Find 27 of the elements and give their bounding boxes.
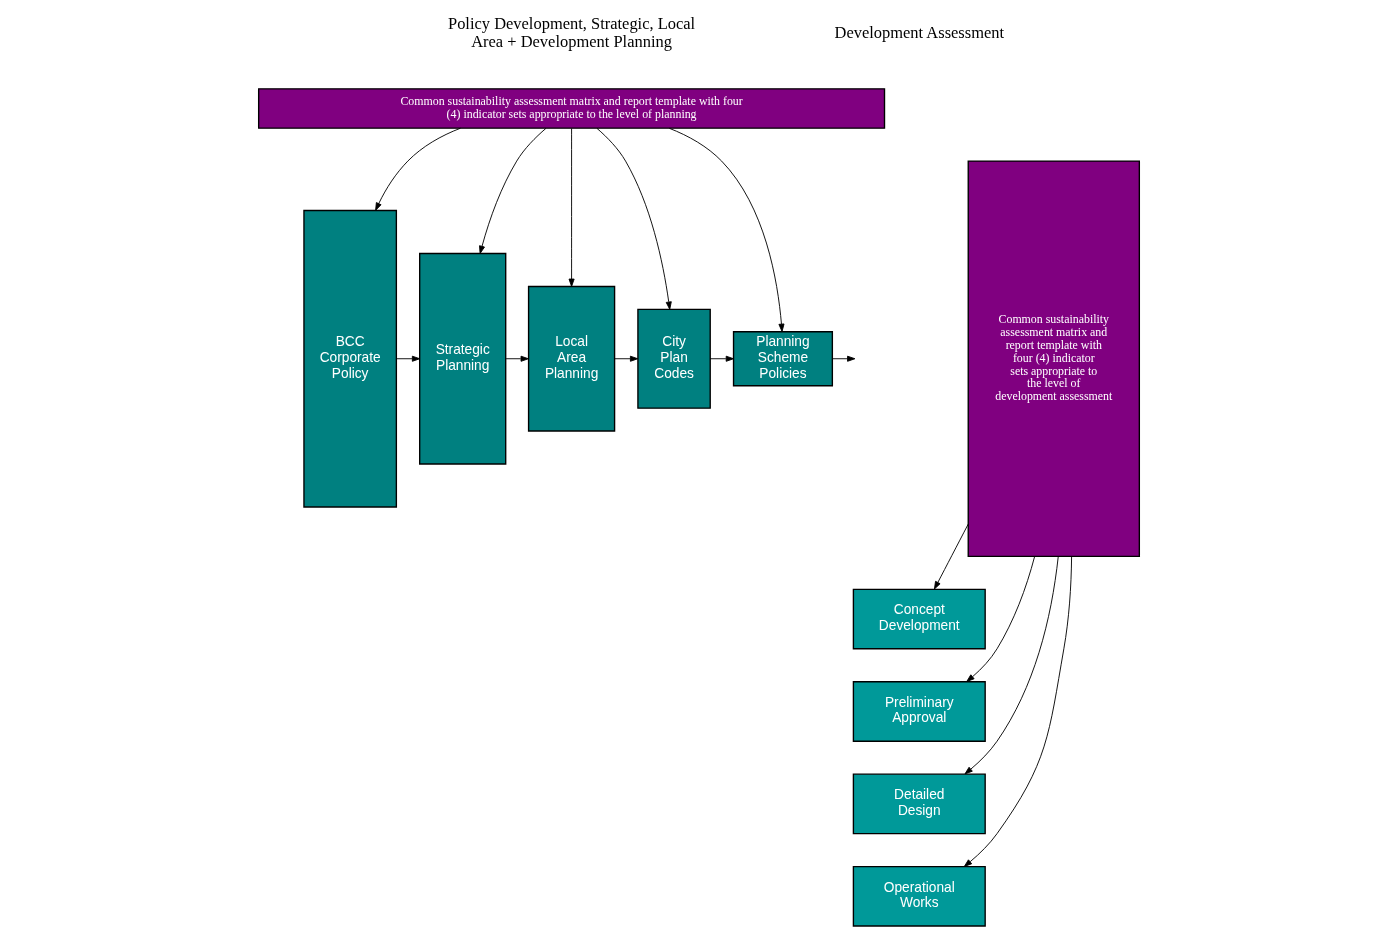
- arrow: [478, 127, 546, 254]
- arrow: [965, 555, 1035, 682]
- arrow: [596, 127, 672, 310]
- node-box: Common sustainability assessment matrix and report template with four (4) indicator sets appropriate to the level of planning: [257, 88, 885, 129]
- node-box: Operational Works: [852, 865, 986, 927]
- arrow: [395, 355, 420, 362]
- arrow: [963, 555, 1072, 867]
- arrow: [964, 555, 1059, 775]
- arrow: [568, 128, 575, 287]
- node-box: Local Area Planning: [527, 285, 615, 432]
- arrow: [831, 355, 855, 362]
- node-box: Planning Scheme Policies: [732, 331, 833, 387]
- label: Development Assessment: [834, 22, 1004, 42]
- node-box: Preliminary Approval: [852, 681, 986, 742]
- arrow: [668, 127, 784, 332]
- node-box: Common sustainability assessment matrix and report template with four (4) indicator sets appropriate to the level of development assessment: [967, 160, 1140, 558]
- arrow: [505, 355, 529, 362]
- arrow: [374, 127, 461, 211]
- node-box: Concept Development: [852, 588, 986, 650]
- node-box: City Plan Codes: [636, 308, 711, 409]
- arrow: [613, 355, 638, 362]
- node-box: Strategic Planning: [418, 252, 506, 465]
- arrow: [933, 523, 969, 590]
- node-box: Detailed Design: [852, 773, 986, 835]
- node-box: BCC Corporate Policy: [302, 209, 397, 508]
- label: Policy Development, Strategic, Local Area + Development Planning: [447, 13, 695, 52]
- arrow: [709, 355, 734, 362]
